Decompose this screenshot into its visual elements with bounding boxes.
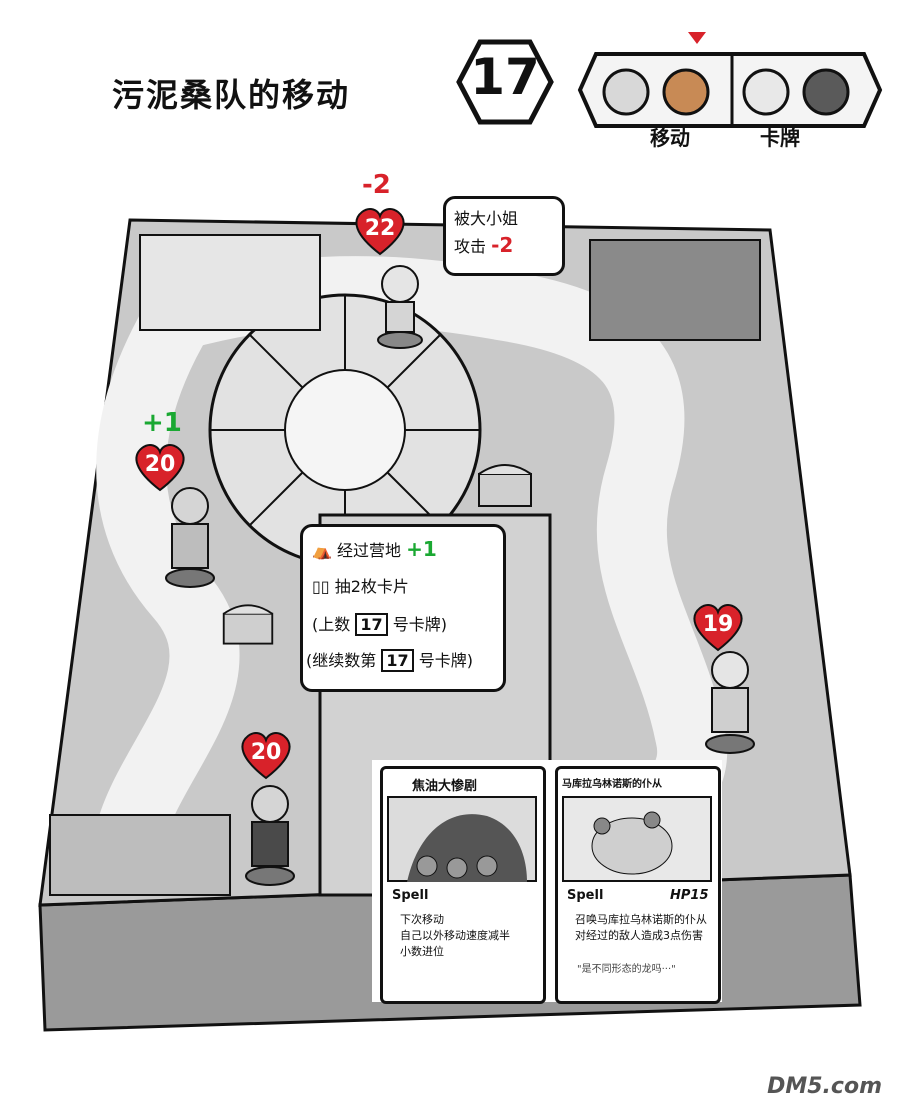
card-1-body: 下次移动 自己以外移动速度减半 小数进位 — [400, 912, 510, 960]
player-figure-bottom — [245, 785, 295, 886]
info-line-count: (上数 17 号卡牌) — [312, 612, 447, 638]
info-continue-post: 号卡牌) — [418, 651, 473, 670]
card-1-body-line: 小数进位 — [400, 945, 444, 958]
info-draw-text: 抽2枚卡片 — [334, 577, 409, 596]
info-continue-pre: (继续数第 — [306, 651, 377, 670]
attack-speech-bubble — [443, 196, 565, 276]
treasure-chest-icon — [222, 604, 274, 645]
card-2-hp: HP15 — [670, 888, 709, 903]
card-2-body-line: 召唤马库拉乌林诺斯的仆从 — [575, 913, 707, 926]
page-title: 污泥桑队的移动 — [112, 76, 351, 114]
hp-badge-top: 22 — [364, 216, 396, 241]
card-1-type: Spell — [392, 888, 429, 903]
attack-bubble-line2: 攻击 -2 — [454, 232, 513, 260]
heart-icon — [693, 604, 743, 652]
attack-delta: -2 — [491, 233, 514, 257]
heart-icon — [135, 444, 185, 492]
current-turn-marker-icon — [688, 32, 706, 44]
phase-card-label: 卡牌 — [760, 126, 800, 150]
card-2-art — [562, 796, 712, 882]
card-2-body-line: 对经过的敌人造成3点伤害 — [575, 929, 703, 942]
round-number: 17 — [470, 48, 540, 106]
info-line-draw: ▯▯ 抽2枚卡片 — [312, 574, 409, 600]
hp-badge-right: 19 — [702, 612, 734, 637]
info-count-num: 17 — [355, 613, 388, 636]
info-line-camp: ⛺ 经过营地 +1 — [312, 536, 437, 564]
phase-move-label: 移动 — [650, 126, 690, 150]
treasure-chest-icon — [478, 464, 532, 507]
card-2-body: 召唤马库拉乌林诺斯的仆从 对经过的敌人造成3点伤害 — [575, 912, 707, 944]
round-hexagon — [456, 39, 554, 125]
hp-delta-top: -2 — [362, 170, 391, 200]
player-figure-left — [165, 487, 215, 588]
hp-delta-left: +1 — [142, 408, 182, 438]
card-2-type: Spell — [567, 888, 604, 903]
site-watermark: DM5.com — [767, 1074, 882, 1099]
info-line-continue: (继续数第 17 号卡牌) — [306, 648, 473, 674]
info-camp-delta: +1 — [406, 537, 437, 561]
heart-icon — [241, 732, 291, 780]
attack-label: 攻击 — [454, 237, 487, 256]
info-camp-text: 经过营地 — [337, 541, 402, 560]
card-2-title: 马库拉乌林诺斯的仆从 — [562, 779, 662, 790]
card-1-body-line: 下次移动 — [400, 913, 444, 926]
player-figure-orange — [377, 265, 423, 349]
heart-icon — [355, 208, 405, 256]
card-2-quote: "是不同形态的龙吗···" — [577, 964, 676, 975]
attack-bubble-line1: 被大小姐 — [454, 209, 519, 228]
card-pair-icon: ▯▯ — [312, 577, 330, 596]
tent-icon: ⛺ — [312, 541, 332, 560]
card-1-body-line: 自己以外移动速度减半 — [400, 929, 510, 942]
card-1-art — [387, 796, 537, 882]
info-continue-num: 17 — [381, 649, 414, 672]
player-figure-right — [705, 651, 755, 754]
card-1-title: 焦油大惨剧 — [412, 779, 478, 794]
info-speech-bubble — [300, 524, 506, 692]
info-count-pre: (上数 — [312, 615, 351, 634]
hp-badge-left: 20 — [144, 452, 176, 477]
turn-order-banner — [577, 52, 883, 128]
info-count-post: 号卡牌) — [392, 615, 447, 634]
hp-badge-bottom: 20 — [250, 740, 282, 765]
